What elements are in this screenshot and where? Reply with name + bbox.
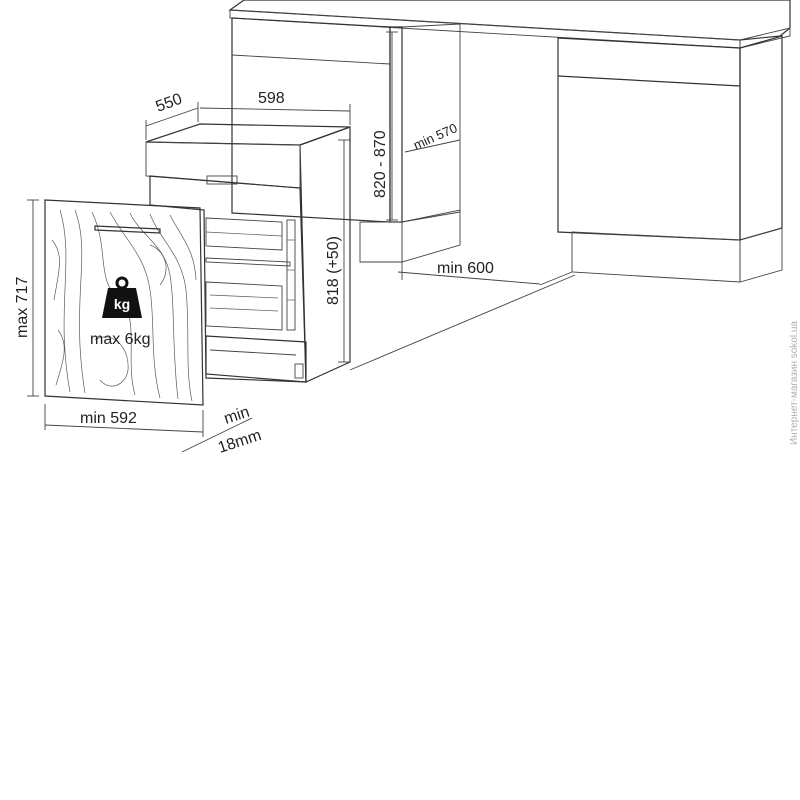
weight-limit-label: max 6kg <box>90 331 150 348</box>
right-cabinet-plinth-side <box>739 227 783 283</box>
machine-height-dimension: 818 (+50) <box>325 236 342 305</box>
left-cabinet-plinth-side <box>401 209 461 263</box>
floor-lines <box>349 262 576 371</box>
middle-rail <box>205 257 291 267</box>
weight-icon-label: kg <box>114 296 130 312</box>
door-width-dimension: min 592 <box>80 410 137 427</box>
gap-right-tick <box>539 271 573 286</box>
right-cabinet-side <box>739 35 783 241</box>
dishwasher-top <box>145 123 351 146</box>
door-panel-front <box>44 199 204 406</box>
left-cabinet-back-edge <box>401 23 461 212</box>
upper-rack <box>205 217 283 251</box>
gap-width-dimension: min 600 <box>437 260 494 277</box>
dishwasher <box>145 123 351 383</box>
door-height-dimension: max 717 <box>14 277 31 338</box>
countertop-top-surface <box>228 0 791 41</box>
niche-height-dimension: 820 - 870 <box>372 130 389 198</box>
watermark: Интернет-магазин sokol.ua <box>789 321 800 445</box>
side-rail <box>286 219 296 331</box>
door-handle <box>94 225 161 234</box>
wood-grain <box>51 209 197 402</box>
right-cabinet-front <box>557 37 741 241</box>
right-cabinet-plinth <box>571 231 741 283</box>
left-cabinet-drawer-line <box>231 54 391 65</box>
dishwasher-base <box>205 335 307 383</box>
countertop-side-edge <box>739 27 791 49</box>
right-cabinet-drawer-line <box>557 75 741 87</box>
width-dimension: 598 <box>258 90 285 107</box>
door-panel: kg max 6kg <box>44 199 204 406</box>
right-cabinet <box>557 35 783 283</box>
door-thickness-value: 18mm <box>216 427 264 457</box>
floor-line-front <box>349 274 576 371</box>
depth-dimension: 550 <box>154 91 185 116</box>
left-cabinet-bottom-edge <box>401 211 461 223</box>
lower-rack <box>205 281 283 331</box>
countertop <box>228 0 791 49</box>
door-thickness-min: min <box>222 404 252 428</box>
plinth-depth-dimension: min 570 <box>411 120 459 153</box>
countertop-front-edge <box>229 9 741 49</box>
weight-icon: kg <box>102 276 142 318</box>
left-cabinet-front <box>231 17 391 223</box>
left-cabinet-plinth <box>359 221 403 263</box>
dishwasher-top-bar <box>145 141 301 189</box>
dimension-lines <box>27 31 541 453</box>
